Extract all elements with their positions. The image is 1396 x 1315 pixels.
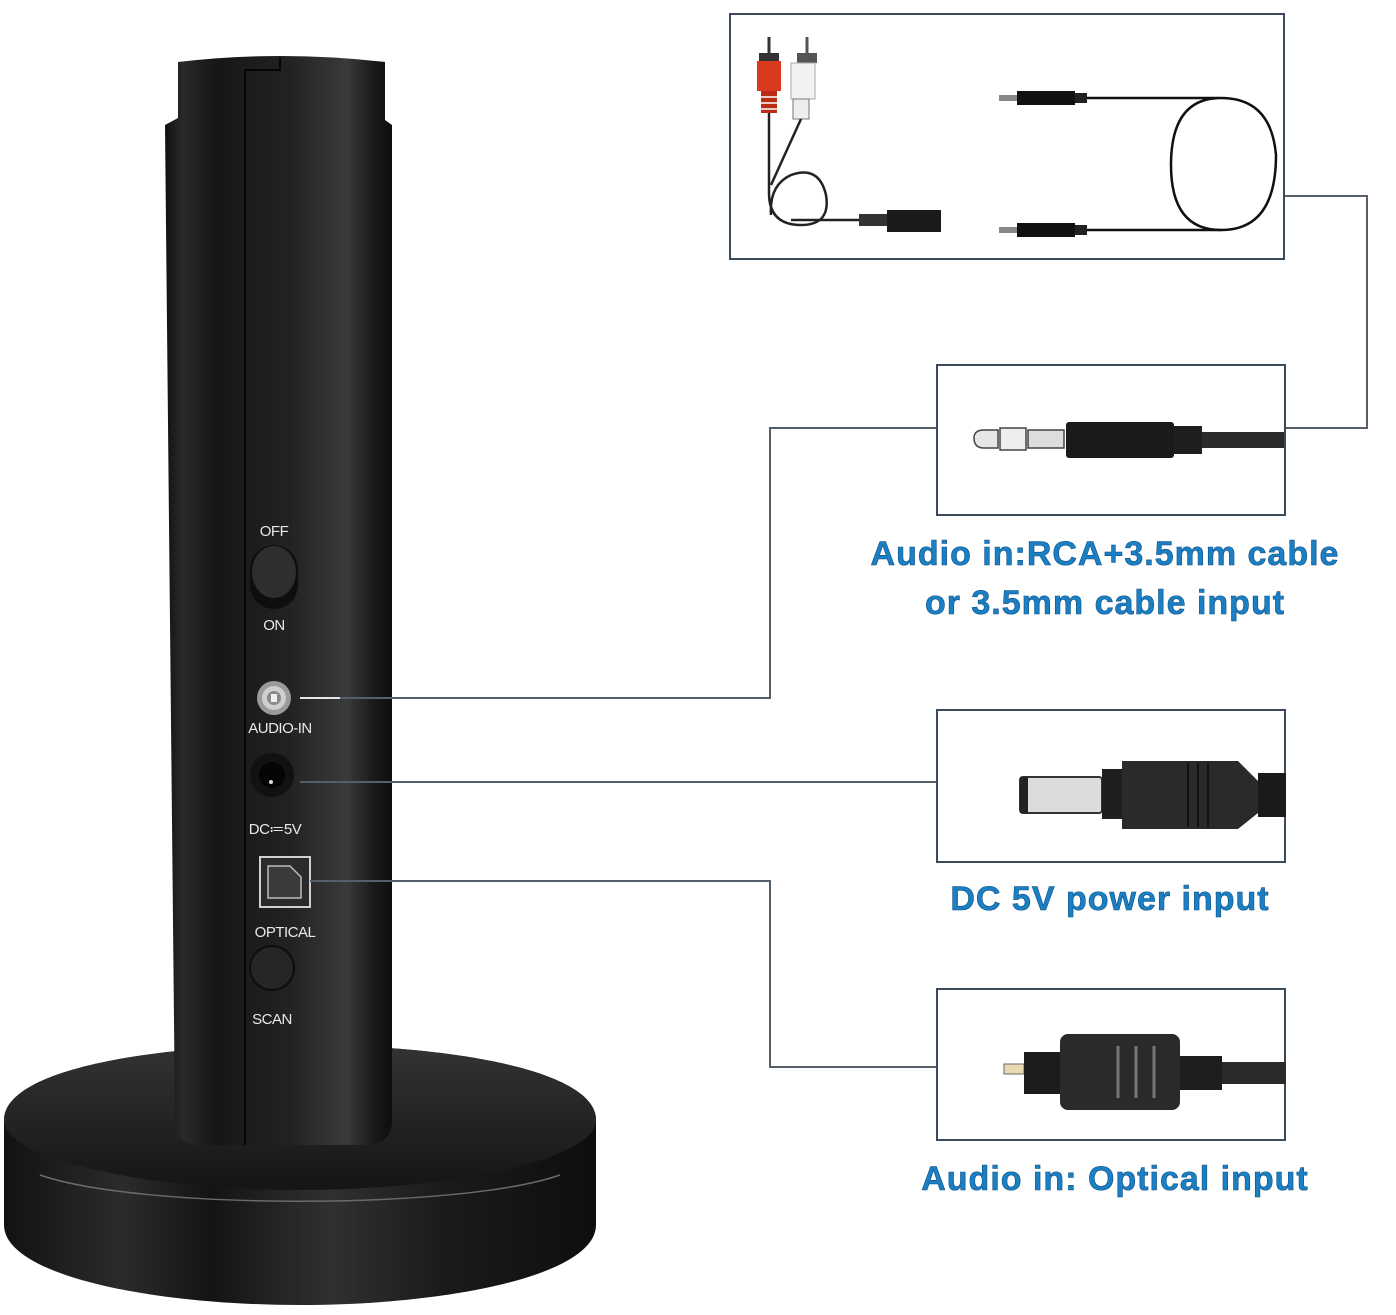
3.5mm-plug-icon	[973, 422, 1284, 458]
callout-audio-in-line1: Audio in:RCA+3.5mm cable	[870, 535, 1340, 574]
toslink-plug-icon	[1003, 1034, 1286, 1110]
label-optical: OPTICAL	[254, 924, 316, 941]
callout-optical: Audio in: Optical input	[921, 1160, 1309, 1199]
transmitter-body-icon	[4, 56, 596, 1305]
power-switch[interactable]	[250, 545, 298, 609]
audio-in-jack[interactable]	[257, 681, 291, 715]
panel-3.5mm-plug	[936, 364, 1286, 516]
callout-dc-power: DC 5V power input	[950, 880, 1270, 919]
label-switch-off: OFF	[259, 523, 289, 540]
panel-dc-plug	[936, 709, 1286, 863]
label-dc-5v: DC≔5V	[248, 821, 302, 838]
label-switch-on: ON	[263, 617, 285, 634]
callout-audio-in-line2: or 3.5mm cable input	[924, 584, 1286, 623]
panel-optical-plug	[936, 988, 1286, 1141]
panel-included-cables	[729, 13, 1285, 260]
scan-button[interactable]	[250, 946, 294, 990]
dc-barrel-plug-icon	[1019, 761, 1286, 829]
rca-and-aux-cables-icon	[757, 37, 1278, 237]
transmitter-device: OFF ON AUDIO-IN DC≔5V OPTICAL SCAN	[0, 0, 620, 1315]
optical-port[interactable]	[260, 857, 310, 907]
label-audio-in: AUDIO-IN	[248, 720, 312, 737]
dc-power-jack[interactable]	[250, 753, 294, 797]
label-scan: SCAN	[252, 1011, 292, 1028]
